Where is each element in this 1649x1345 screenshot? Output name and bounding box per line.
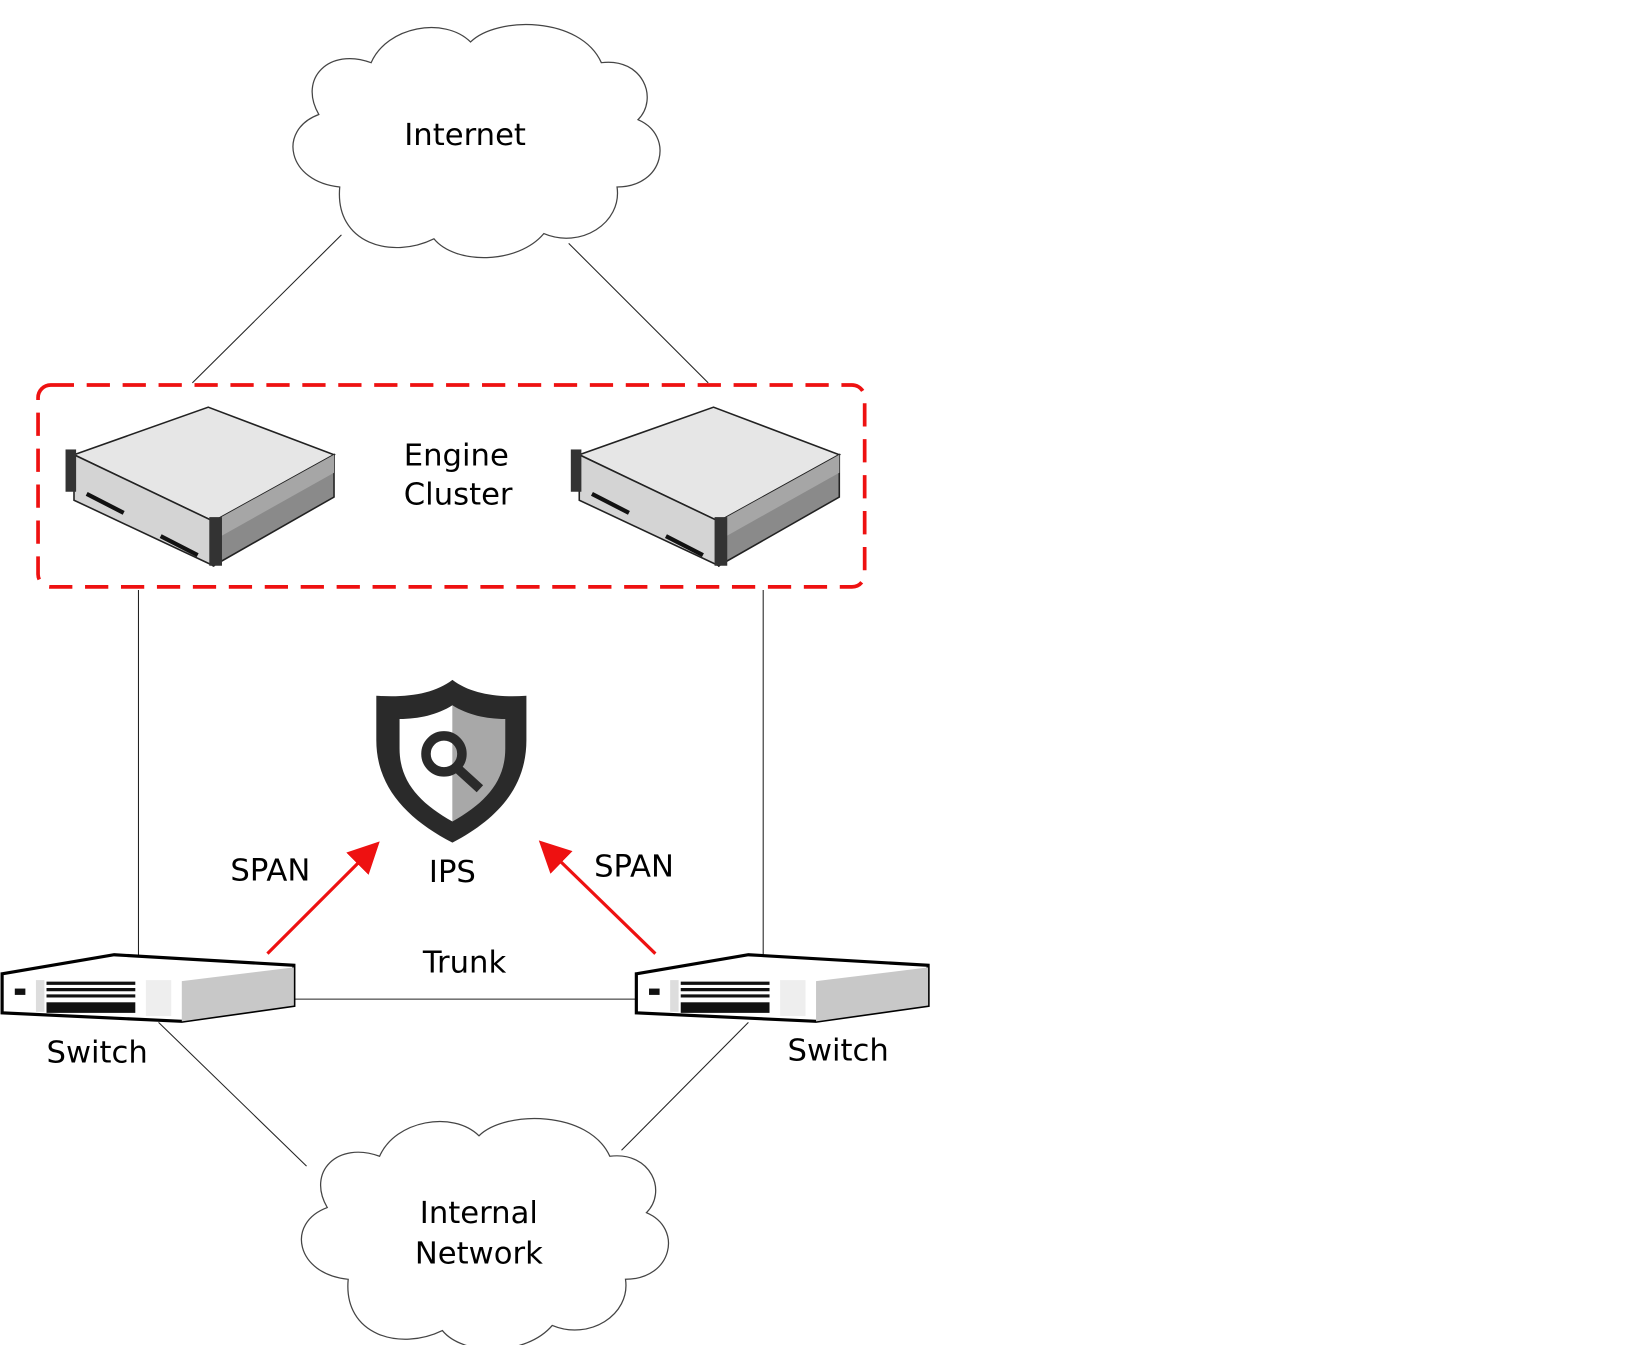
switch-icon <box>0 953 296 1023</box>
engine-cluster-label-line2: Cluster <box>404 477 513 512</box>
link-switch-right-internal <box>621 1022 749 1151</box>
internal-network-cloud <box>300 1117 670 1345</box>
shield-search-icon <box>376 679 527 843</box>
cloud-icon <box>300 1117 670 1345</box>
span-left-label: SPAN <box>230 854 310 889</box>
ips-label: IPS <box>429 855 476 890</box>
internet-label: Internet <box>404 118 526 153</box>
span-right-label: SPAN <box>594 850 674 885</box>
link-internet-server-right <box>568 242 709 384</box>
span-arrow-left <box>266 841 380 955</box>
engine-cluster-boundary <box>36 383 867 589</box>
server-left <box>66 407 334 566</box>
internal-network-label-line2: Network <box>415 1236 543 1271</box>
switch-icon <box>634 953 930 1023</box>
server-icon <box>571 407 839 566</box>
link-switch-left-internal <box>158 1022 307 1167</box>
switch-left-label: Switch <box>47 1036 148 1071</box>
link-internet-server-left <box>192 234 342 384</box>
switch-right <box>634 953 930 1023</box>
switch-left <box>0 953 296 1023</box>
internal-network-label-line1: Internal <box>420 1196 538 1231</box>
engine-cluster-label-line1: Engine <box>404 438 509 473</box>
switch-right-label: Switch <box>788 1033 889 1068</box>
server-right <box>571 407 839 566</box>
trunk-label: Trunk <box>422 946 507 981</box>
span-arrow-right <box>538 840 657 955</box>
server-icon <box>66 407 334 566</box>
